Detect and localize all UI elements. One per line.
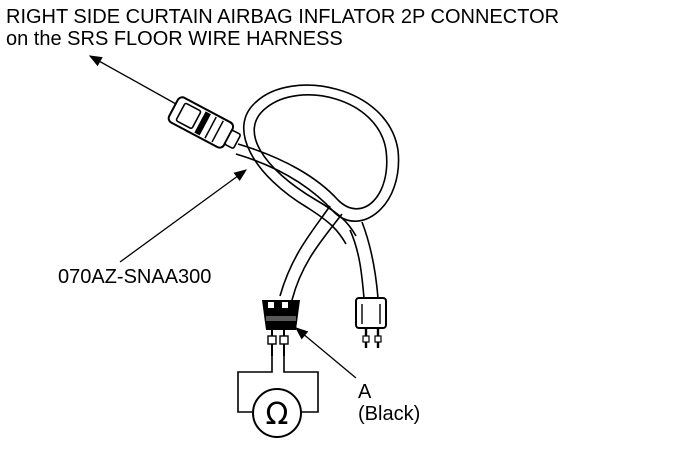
ohm-symbol: Ω	[266, 397, 289, 432]
harness-end-plug	[355, 297, 387, 348]
part-number-label: 070AZ-SNAA300	[58, 266, 212, 288]
connector-a-black	[262, 300, 300, 356]
diagram-title-line-2: on the SRS FLOOR WIRE HARNESS	[6, 28, 343, 50]
callout-a-letter: A	[358, 381, 372, 403]
inflator-2p-connector	[167, 96, 241, 149]
callout-a-leader	[295, 327, 357, 379]
ohmmeter-leads	[237, 356, 319, 413]
part-number-leader	[119, 169, 248, 263]
wire-branch-plug	[349, 221, 379, 299]
ohmmeter-icon: Ω	[252, 388, 302, 438]
connector-leader-arrow	[88, 55, 177, 105]
diagram-title-line-1: RIGHT SIDE CURTAIN AIRBAG INFLATOR 2P CO…	[6, 6, 560, 28]
callout-a-color: (Black)	[358, 403, 421, 425]
wire-branch-a	[279, 205, 343, 301]
harness-loop	[235, 84, 400, 245]
